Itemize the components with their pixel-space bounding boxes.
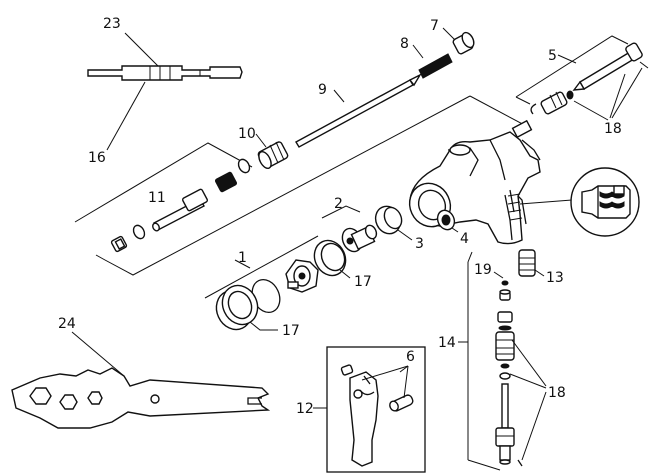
part-9-needle [295, 73, 422, 148]
part-19-fluid-parts [499, 280, 511, 301]
leader-1 [234, 259, 251, 269]
leader-4 [451, 227, 459, 233]
part-2-fluid-tip [341, 224, 378, 253]
part-8-spring [418, 53, 453, 79]
callout-14: 14 [438, 335, 456, 351]
callout-8: 8 [400, 36, 409, 52]
leader-18-bot-a [511, 339, 547, 387]
callout-17-bottom: 17 [282, 323, 300, 339]
part-12-box [326, 346, 426, 473]
leader-13 [534, 269, 545, 277]
leader-7 [442, 27, 456, 41]
callout-13: 13 [546, 270, 564, 286]
leader-8 [412, 44, 424, 59]
gun-body [408, 119, 541, 245]
bracket-14-bottom [467, 459, 501, 471]
group-bracket-1 [204, 235, 319, 299]
leader-16 [106, 81, 146, 151]
leader-6-c [403, 365, 409, 399]
callout-7: 7 [430, 18, 439, 34]
part-5-air-valve-stem [572, 42, 649, 91]
part-3-baffle [374, 205, 403, 235]
detail-inset-fitting [519, 167, 640, 237]
callout-6: 6 [406, 349, 415, 365]
callout-12: 12 [296, 401, 314, 417]
callout-18-top: 18 [604, 121, 622, 137]
leader-6-b [361, 365, 409, 381]
leader-9 [333, 89, 345, 103]
group-bracket-2 [321, 205, 361, 219]
part-16-washer [132, 224, 146, 240]
part-7-adjusting-knob [452, 31, 475, 55]
callout-9: 9 [318, 82, 327, 98]
callout-16: 16 [88, 150, 106, 166]
part-16-packing [214, 158, 251, 193]
part-24-wrench [11, 367, 271, 429]
callout-10: 10 [238, 126, 256, 142]
part-13-air-inlet [518, 249, 536, 277]
leader-17-top [339, 269, 351, 279]
callout-19: 19 [474, 262, 492, 278]
callout-3: 3 [415, 236, 424, 252]
group-bracket-5-left [515, 96, 531, 105]
leader-18-top-b [609, 73, 626, 119]
group-bracket-main [95, 95, 471, 276]
callout-4: 4 [460, 231, 469, 247]
callout-11: 11 [148, 190, 166, 206]
leader-6-a [399, 365, 409, 373]
leader-18-bot-b [509, 373, 547, 389]
callout-18-bottom: 18 [548, 385, 566, 401]
part-4-fitting [436, 209, 456, 231]
leader-5 [557, 54, 577, 64]
part-17-ring-large [313, 239, 347, 277]
bracket-14-top [467, 251, 473, 263]
leader-18-top-c [611, 67, 643, 119]
callout-23: 23 [103, 16, 121, 32]
part-16-seal-left [110, 235, 128, 253]
callout-2: 2 [334, 196, 343, 212]
part-18-air-valve-parts [530, 90, 574, 115]
leader-24 [71, 331, 125, 377]
group-bracket-16 [74, 142, 253, 223]
leader-3 [397, 229, 413, 241]
callout-1: 1 [238, 250, 247, 266]
group-bracket-main-right [469, 95, 531, 129]
leader-10 [255, 133, 267, 148]
leader-18-bot-c [521, 391, 547, 461]
leader-18-top-a [573, 100, 609, 121]
callout-17-top: 17 [354, 274, 372, 290]
leader-19 [493, 271, 504, 279]
part-12-trigger [340, 364, 379, 467]
part-11-shaft [152, 188, 208, 232]
part-6-pin [389, 394, 414, 412]
part-10-packing-nut [257, 141, 289, 169]
callout-5: 5 [548, 48, 557, 64]
leader-17-bottom [249, 321, 278, 331]
part-23-tool [87, 65, 243, 81]
part-1-air-cap [285, 259, 319, 293]
part-14-fluid-needle-assy [495, 311, 523, 467]
part-retaining-ring [215, 284, 259, 331]
callout-labels: 23 16 11 10 9 8 7 5 18 2 3 4 1 17 17 13 … [58, 16, 622, 417]
leader-23 [124, 32, 159, 67]
callout-24: 24 [58, 316, 76, 332]
group-bracket-5 [515, 35, 629, 98]
